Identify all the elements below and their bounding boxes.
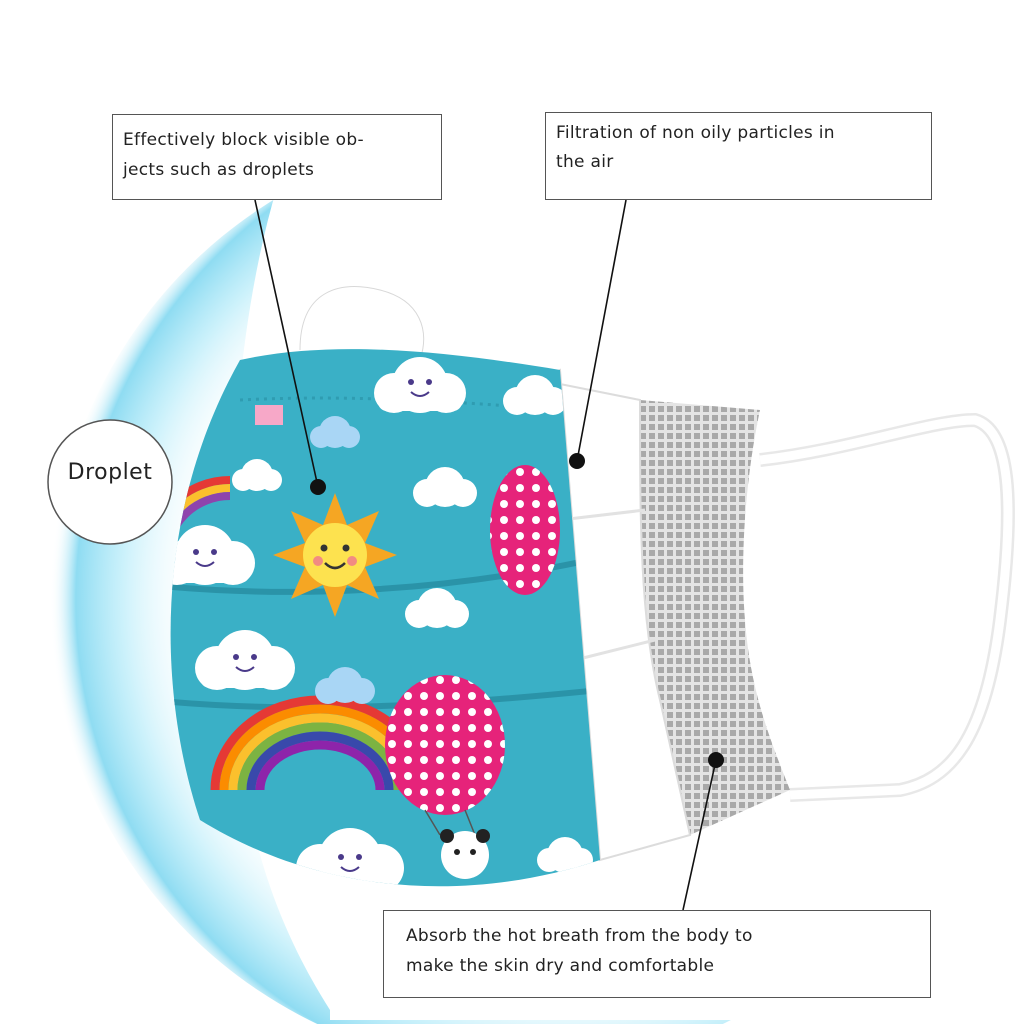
leader-lines: [254, 199, 717, 911]
balloon-icon: [385, 675, 505, 815]
leader-dot-top-right: [569, 453, 585, 469]
mask-illustration-icon: [170, 349, 600, 887]
middle-white-layer: [536, 368, 692, 862]
callout-middle-layer: Filtration of non oily particles in the …: [545, 112, 932, 200]
balloon-icon-2: [490, 465, 560, 595]
callout-inner-layer: Absorb the hot breath from the body to m…: [383, 910, 931, 998]
inner-grid-layer: [640, 400, 790, 835]
cloud-faces: [193, 379, 432, 860]
callout-outer-layer: Effectively block visible ob- jects such…: [112, 114, 442, 200]
droplet-label: Droplet: [67, 460, 153, 485]
leader-dot-top-left: [310, 479, 326, 495]
middle-pleat-1: [559, 508, 646, 522]
balloon-strings: [424, 809, 476, 836]
leader-dot-bottom: [708, 752, 724, 768]
middle-pleat-2: [574, 638, 656, 662]
droplet-circle: [47, 419, 173, 545]
cloud-icon: [170, 357, 593, 887]
panda-icon: [440, 829, 490, 879]
ear-loop-left-outline: [299, 286, 425, 361]
ear-loop-right-inner: [759, 415, 1013, 800]
sun-icon: [273, 493, 397, 617]
basket-icon: [255, 405, 283, 425]
